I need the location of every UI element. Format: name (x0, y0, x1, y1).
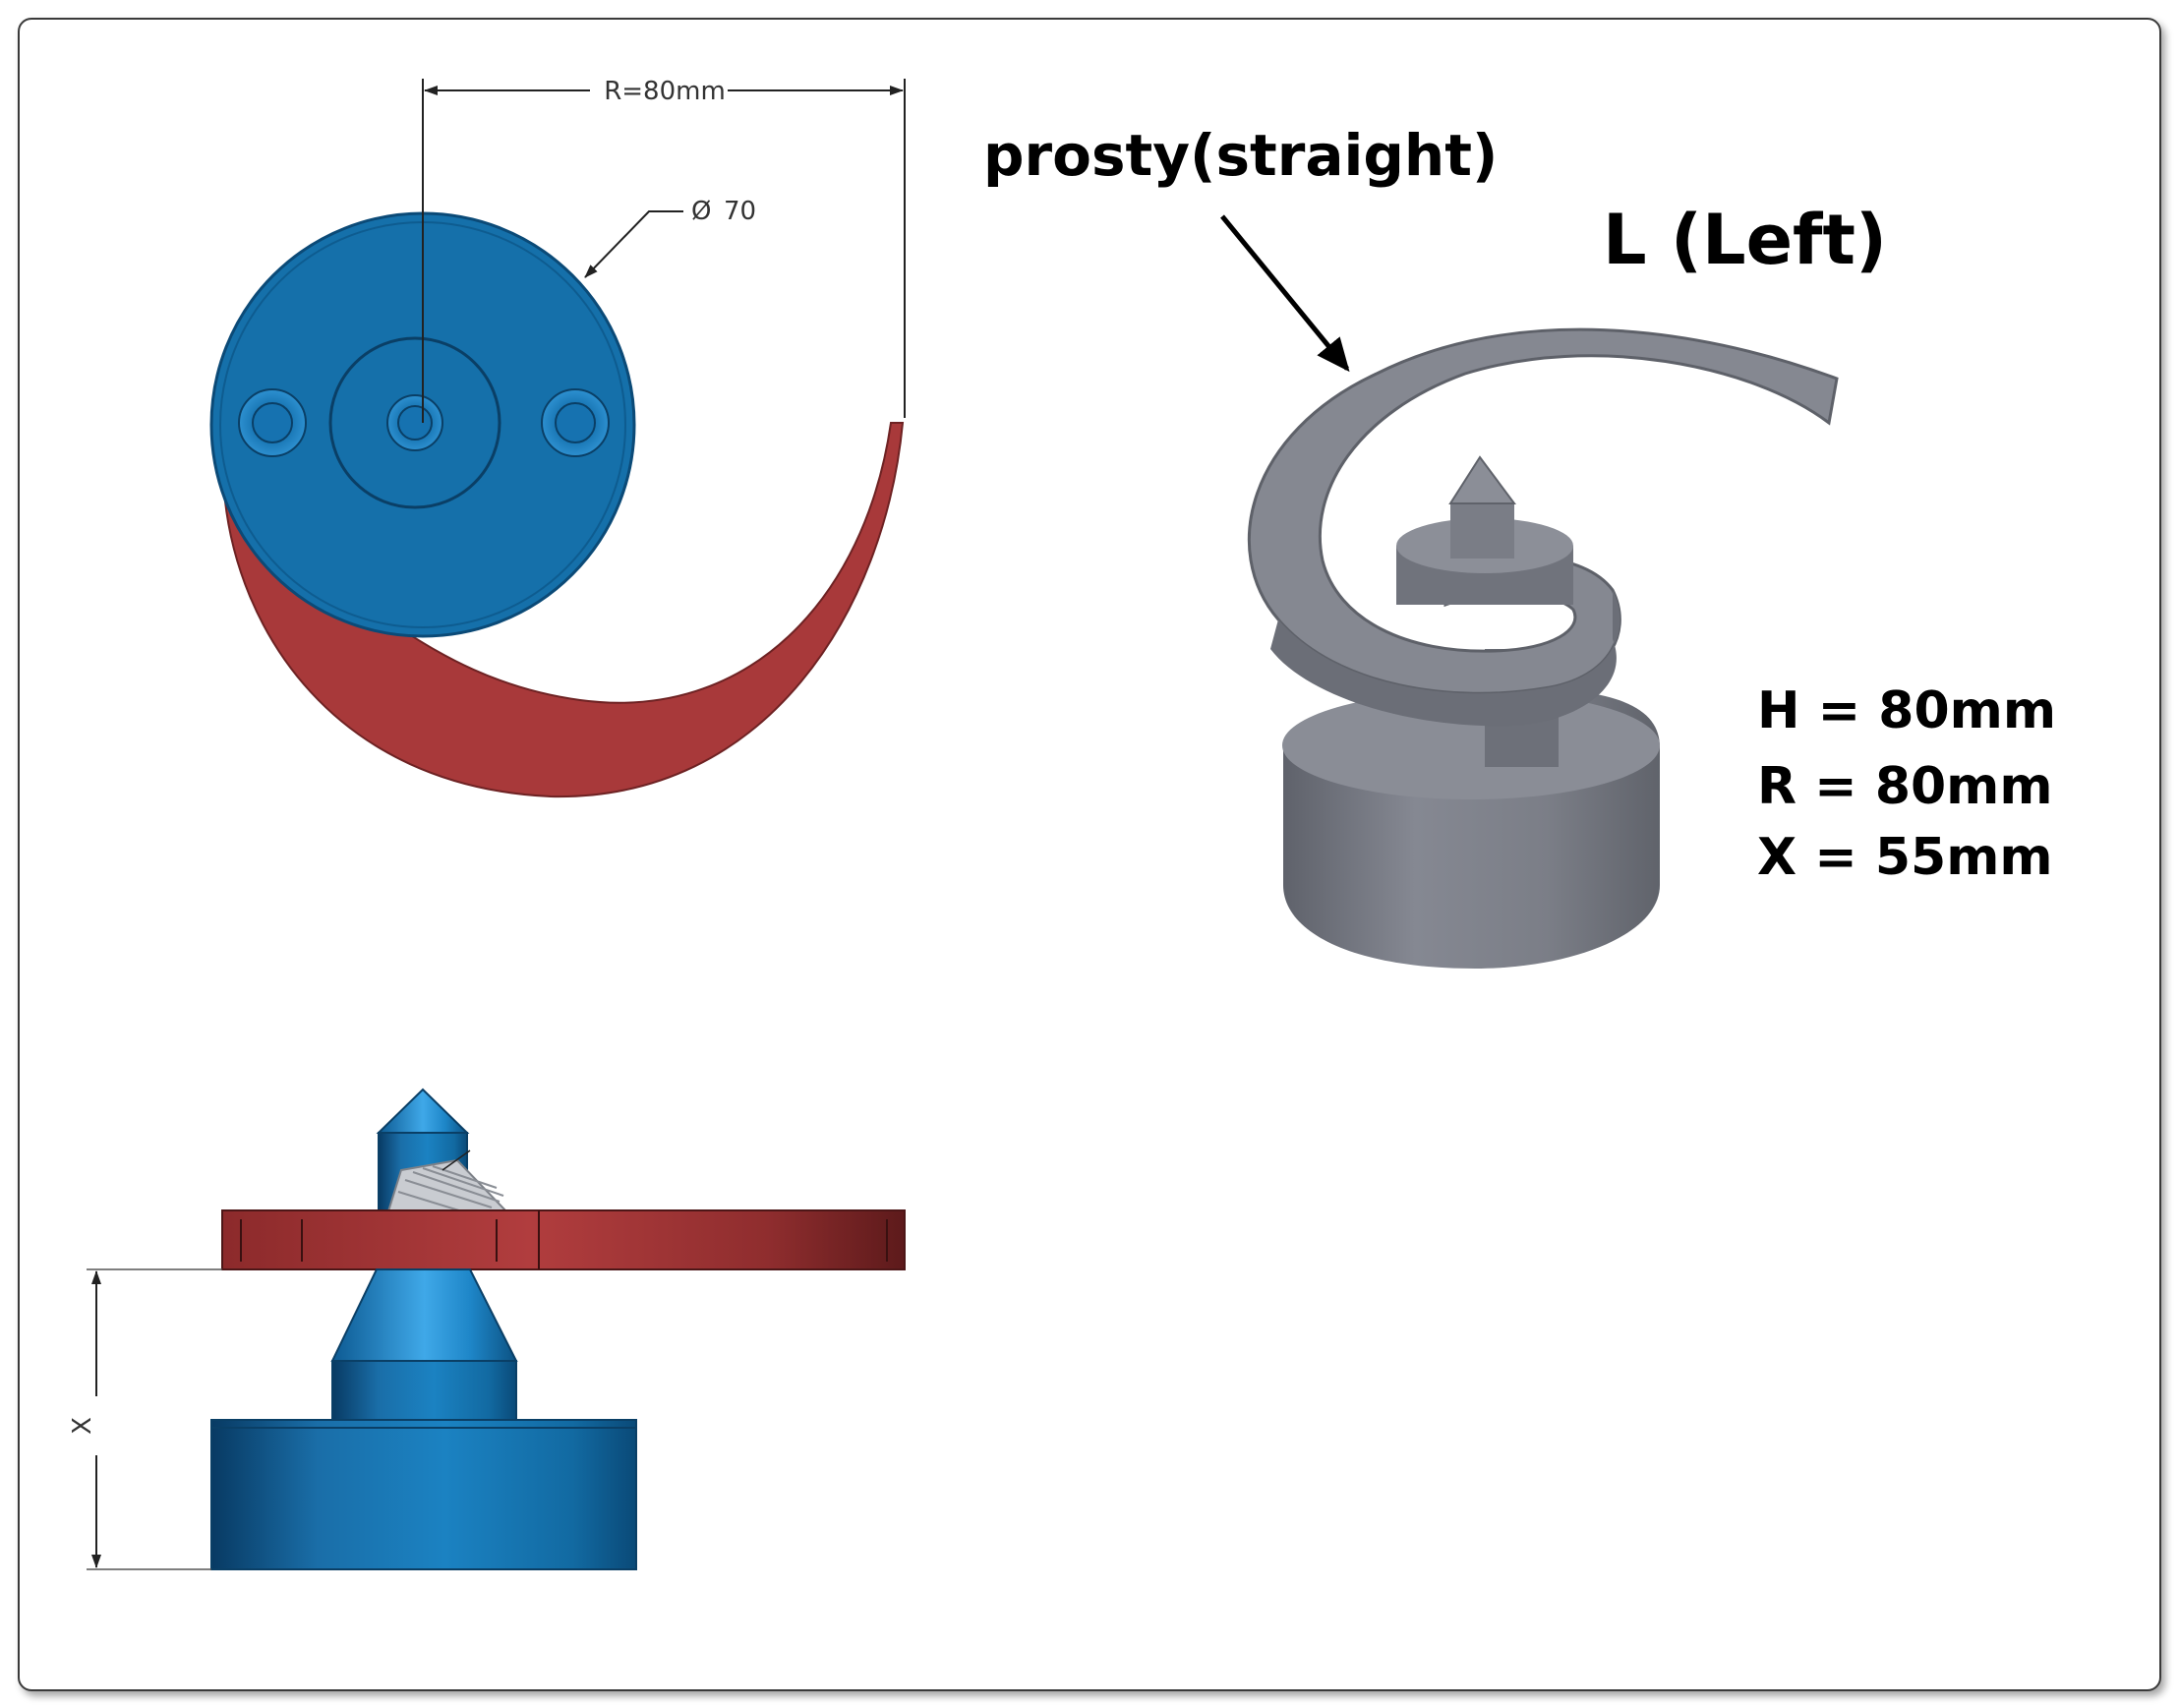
photo-blade-edge (1270, 590, 1620, 727)
radius-dimension-label: R=80mm (604, 77, 726, 106)
thread-lines (397, 1165, 504, 1212)
photo-pin-tip (1448, 455, 1516, 504)
straight-label: prosty(straight) (983, 122, 1498, 189)
side-view: X (68, 1088, 906, 1570)
diameter-leader (584, 210, 683, 278)
photo-base-top (1282, 691, 1660, 799)
top-view: R=80mm Ø 70 (209, 77, 906, 798)
lower-shaft (331, 1360, 517, 1421)
spec-height: H = 80mm (1757, 681, 2056, 740)
photo-part (1247, 327, 1839, 969)
left-hole-inner (252, 402, 293, 443)
photo-pin-shaft (1450, 501, 1514, 559)
center-hole-inner (397, 405, 433, 441)
spec-x: X = 55mm (1757, 828, 2053, 887)
thread-leader (442, 1149, 471, 1171)
left-hand-label: L (Left) (1603, 200, 1887, 280)
x-dimension-label: X (68, 1417, 97, 1435)
spec-radius: R = 80mm (1757, 757, 2053, 816)
lower-cone (330, 1268, 518, 1362)
right-hole-inner (555, 402, 596, 443)
diameter-value: 70 (724, 197, 756, 226)
center-boss (328, 336, 501, 509)
blade-side-view (221, 1209, 906, 1270)
straight-callout-arrow (1220, 214, 1350, 373)
diameter-symbol: Ø (691, 197, 711, 226)
upper-pin-tip (376, 1088, 470, 1134)
base-cylinder (210, 1419, 637, 1570)
photo-spiral-blade (1247, 327, 1839, 695)
